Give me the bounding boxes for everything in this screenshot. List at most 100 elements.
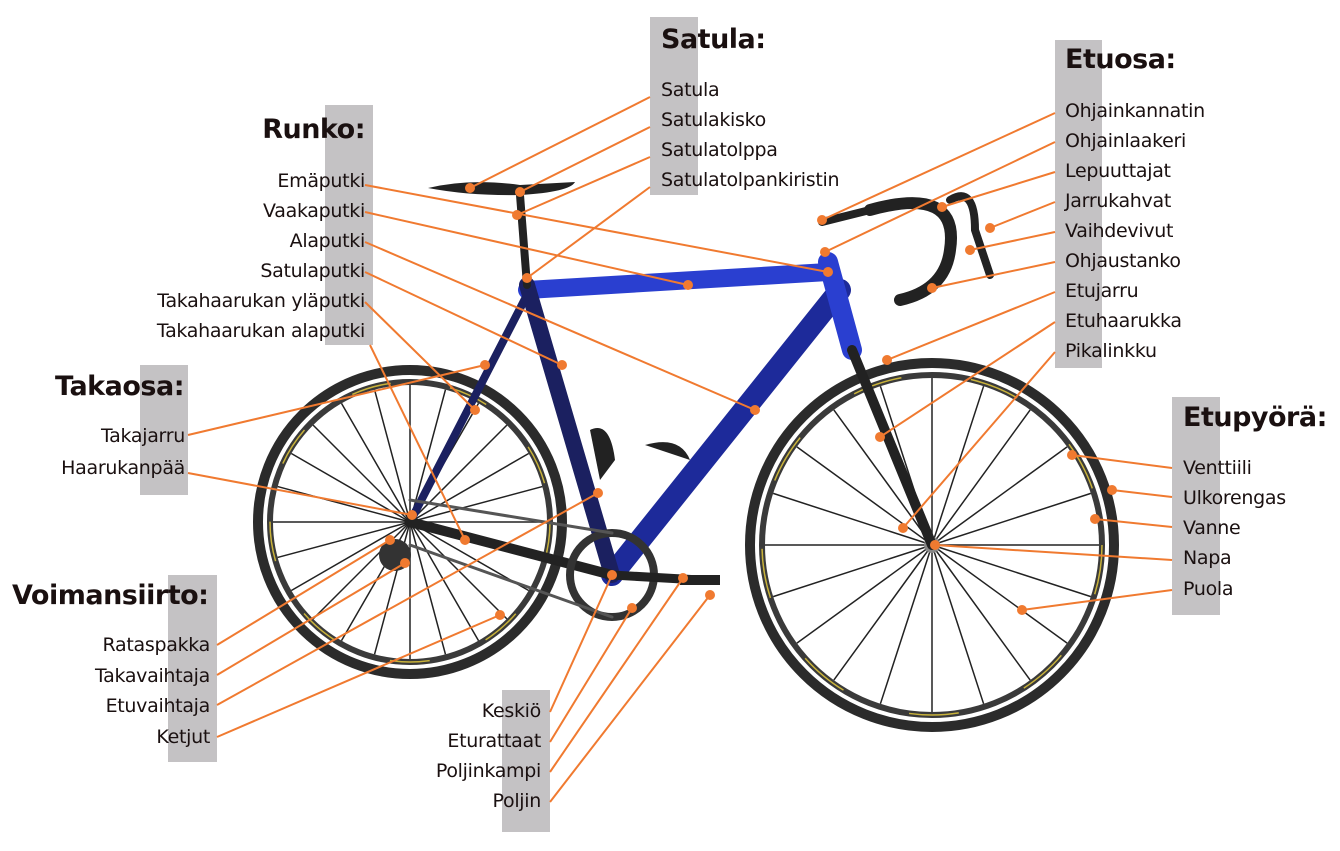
label-ohjainkannatin: Ohjainkannatin (1065, 100, 1205, 122)
leader-line (989, 201, 1056, 229)
leader-line (821, 112, 1056, 221)
leader-line (879, 321, 1056, 438)
leader-line (1021, 589, 1173, 611)
leader-dot (882, 355, 892, 365)
label-ketjut: Ketjut (156, 726, 210, 748)
leader-line (216, 539, 391, 646)
spoke (796, 544, 933, 644)
leader-line (1094, 518, 1173, 528)
spoke (312, 424, 411, 523)
leader-dot (1017, 605, 1027, 615)
label-bar-takaosa (140, 365, 188, 495)
leader-dot (495, 610, 505, 620)
leader-dot (820, 247, 830, 257)
spoke (340, 402, 411, 523)
leader-dot (875, 432, 885, 442)
leader-line (516, 156, 651, 216)
spoke (833, 544, 933, 681)
spoke (833, 409, 933, 546)
leader-dot (823, 267, 833, 277)
leader-lines (187, 96, 1173, 803)
spoke (931, 544, 1031, 681)
leader-dot (385, 535, 395, 545)
spoke (931, 544, 1092, 598)
label-venttiili: Venttiili (1183, 457, 1252, 479)
label-satulatolppa: Satulatolppa (661, 139, 778, 161)
label-bar-keskio (502, 690, 550, 832)
label-poljin: Poljin (492, 790, 542, 812)
leader-dot (1067, 450, 1077, 460)
leader-line (941, 171, 1056, 208)
leader-dot (557, 360, 567, 370)
leader-dot (480, 360, 490, 370)
leader-dot (678, 573, 688, 583)
label-napa: Napa (1183, 547, 1232, 569)
label-ulkorengas: Ulkorengas (1183, 487, 1286, 509)
label-bar-etupyora (1172, 397, 1220, 615)
label-takahaarukan-alaputki: Takahaarukan alaputki (156, 320, 365, 342)
spoke (931, 492, 1092, 546)
spoke (409, 424, 508, 523)
leader-dot (400, 558, 410, 568)
spoke (879, 544, 933, 705)
leader-dot (407, 510, 417, 520)
spoke (373, 389, 411, 523)
leader-dot (593, 488, 603, 498)
label-ohjainlaakeri: Ohjainlaakeri (1065, 130, 1187, 152)
leader-dot (515, 187, 525, 197)
leader-line (1071, 454, 1173, 469)
label-emaputki: Emäputki (277, 170, 365, 192)
leader-line (364, 184, 829, 273)
leader-line (549, 607, 633, 743)
label-pikalinkku: Pikalinkku (1065, 340, 1157, 362)
front-wheel (745, 358, 1119, 732)
group-title-runko: Runko: (262, 114, 365, 145)
spoke (931, 544, 1068, 644)
leader-dot (817, 215, 827, 225)
label-etujarru: Etujarru (1065, 280, 1139, 302)
spoke (931, 409, 1031, 546)
spoke (409, 452, 530, 523)
spoke (409, 521, 480, 642)
leader-line (469, 96, 651, 189)
leader-dot (683, 280, 693, 290)
label-etuhaarukka: Etuhaarukka (1065, 310, 1182, 332)
leader-line (549, 577, 684, 773)
leader-line (934, 544, 1173, 561)
label-bar-satula (650, 17, 698, 195)
label-rataspakka: Rataspakka (102, 634, 211, 656)
frame (379, 182, 994, 621)
label-takajarru: Takajarru (101, 425, 185, 447)
leader-line (364, 211, 689, 286)
leader-dot (522, 273, 532, 283)
leader-line (187, 364, 486, 436)
spoke (277, 521, 411, 559)
leader-dot (460, 535, 470, 545)
leader-dot (927, 283, 937, 293)
group-title-etuosa: Etuosa: (1065, 44, 1176, 75)
leader-dot (1107, 485, 1117, 495)
group-title-satula: Satula: (661, 24, 766, 55)
spoke (409, 485, 543, 523)
label-etuvaihtaja: Etuvaihtaja (105, 695, 211, 717)
label-satulatolpankiristin: Satulatolpankiristin (661, 169, 840, 191)
label-bar-voimansiirto (168, 575, 217, 762)
label-takavaihtaja: Takavaihtaja (94, 665, 210, 687)
leader-dot (930, 540, 940, 550)
spoke (277, 485, 411, 523)
leader-dot (1090, 514, 1100, 524)
label-eturattaat: Eturattaat (447, 730, 541, 752)
leader-line (902, 351, 1056, 529)
spoke (772, 544, 933, 598)
leader-dot (750, 405, 760, 415)
label-haarukanpaa: Haarukanpää (61, 457, 185, 479)
leader-line (216, 562, 406, 676)
leader-line (931, 261, 1056, 289)
group-title-etupyora: Etupyörä: (1183, 402, 1327, 433)
label-satulaputki: Satulaputki (260, 260, 365, 282)
label-ohjaustanko: Ohjaustanko (1065, 250, 1181, 272)
label-takahaarukan-ylaputki: Takahaarukan yläputki (157, 290, 365, 312)
leader-dot (985, 223, 995, 233)
